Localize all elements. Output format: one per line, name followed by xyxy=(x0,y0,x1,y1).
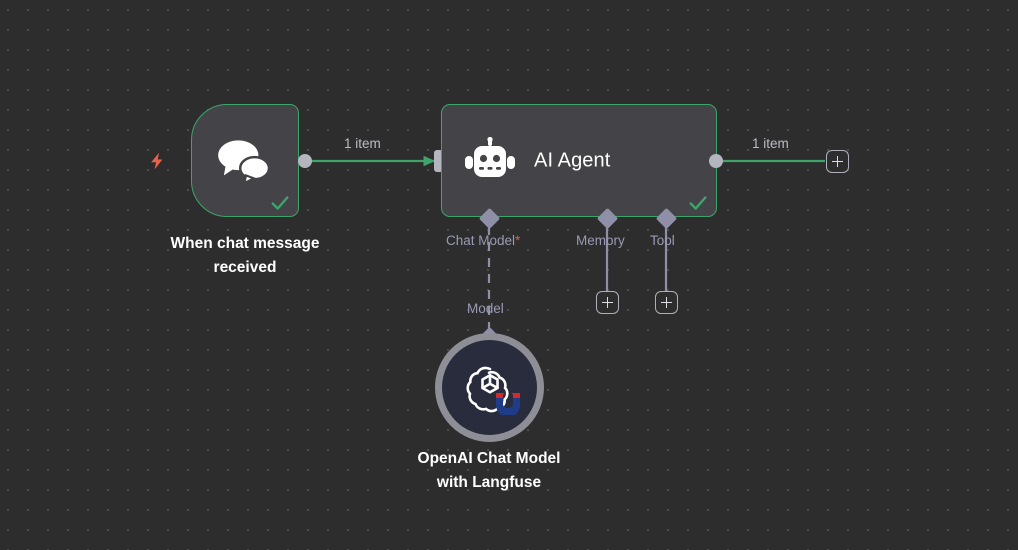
trigger-output-port[interactable] xyxy=(298,154,312,168)
openai-node-label: OpenAI Chat Model with Langfuse xyxy=(417,450,561,492)
node-openai-chat-model[interactable] xyxy=(435,333,544,442)
memory-port-label: Memory xyxy=(576,233,625,248)
chat-model-port-label: Chat Model* xyxy=(446,233,520,248)
openai-logo-icon xyxy=(464,362,516,414)
tool-port-label: Tool xyxy=(650,233,675,248)
agent-status-check-icon xyxy=(687,192,709,214)
langfuse-magnet-icon xyxy=(493,383,523,417)
add-tool-node-button[interactable] xyxy=(655,291,678,314)
trigger-status-check-icon xyxy=(269,192,291,214)
chat-model-label-text: Chat Model xyxy=(446,233,516,248)
chat-bubbles-icon xyxy=(214,136,276,185)
agent-node-title: AI Agent xyxy=(534,149,611,171)
add-memory-node-button[interactable] xyxy=(596,291,619,314)
model-connection-label: Model xyxy=(467,301,504,316)
wire-label-trigger-to-agent: 1 item xyxy=(344,136,381,151)
agent-input-port[interactable] xyxy=(434,150,443,172)
wire-label-agent-to-next: 1 item xyxy=(752,136,789,151)
node-ai-agent[interactable]: AI Agent xyxy=(441,104,717,217)
agent-output-port[interactable] xyxy=(709,154,723,168)
chat-model-required-marker: * xyxy=(515,233,521,248)
add-output-node-button[interactable] xyxy=(826,150,849,173)
node-when-chat-message-received[interactable] xyxy=(191,104,299,217)
robot-icon xyxy=(464,136,516,185)
trigger-node-label: When chat message received xyxy=(170,235,320,277)
lightning-bolt-icon xyxy=(147,147,167,175)
